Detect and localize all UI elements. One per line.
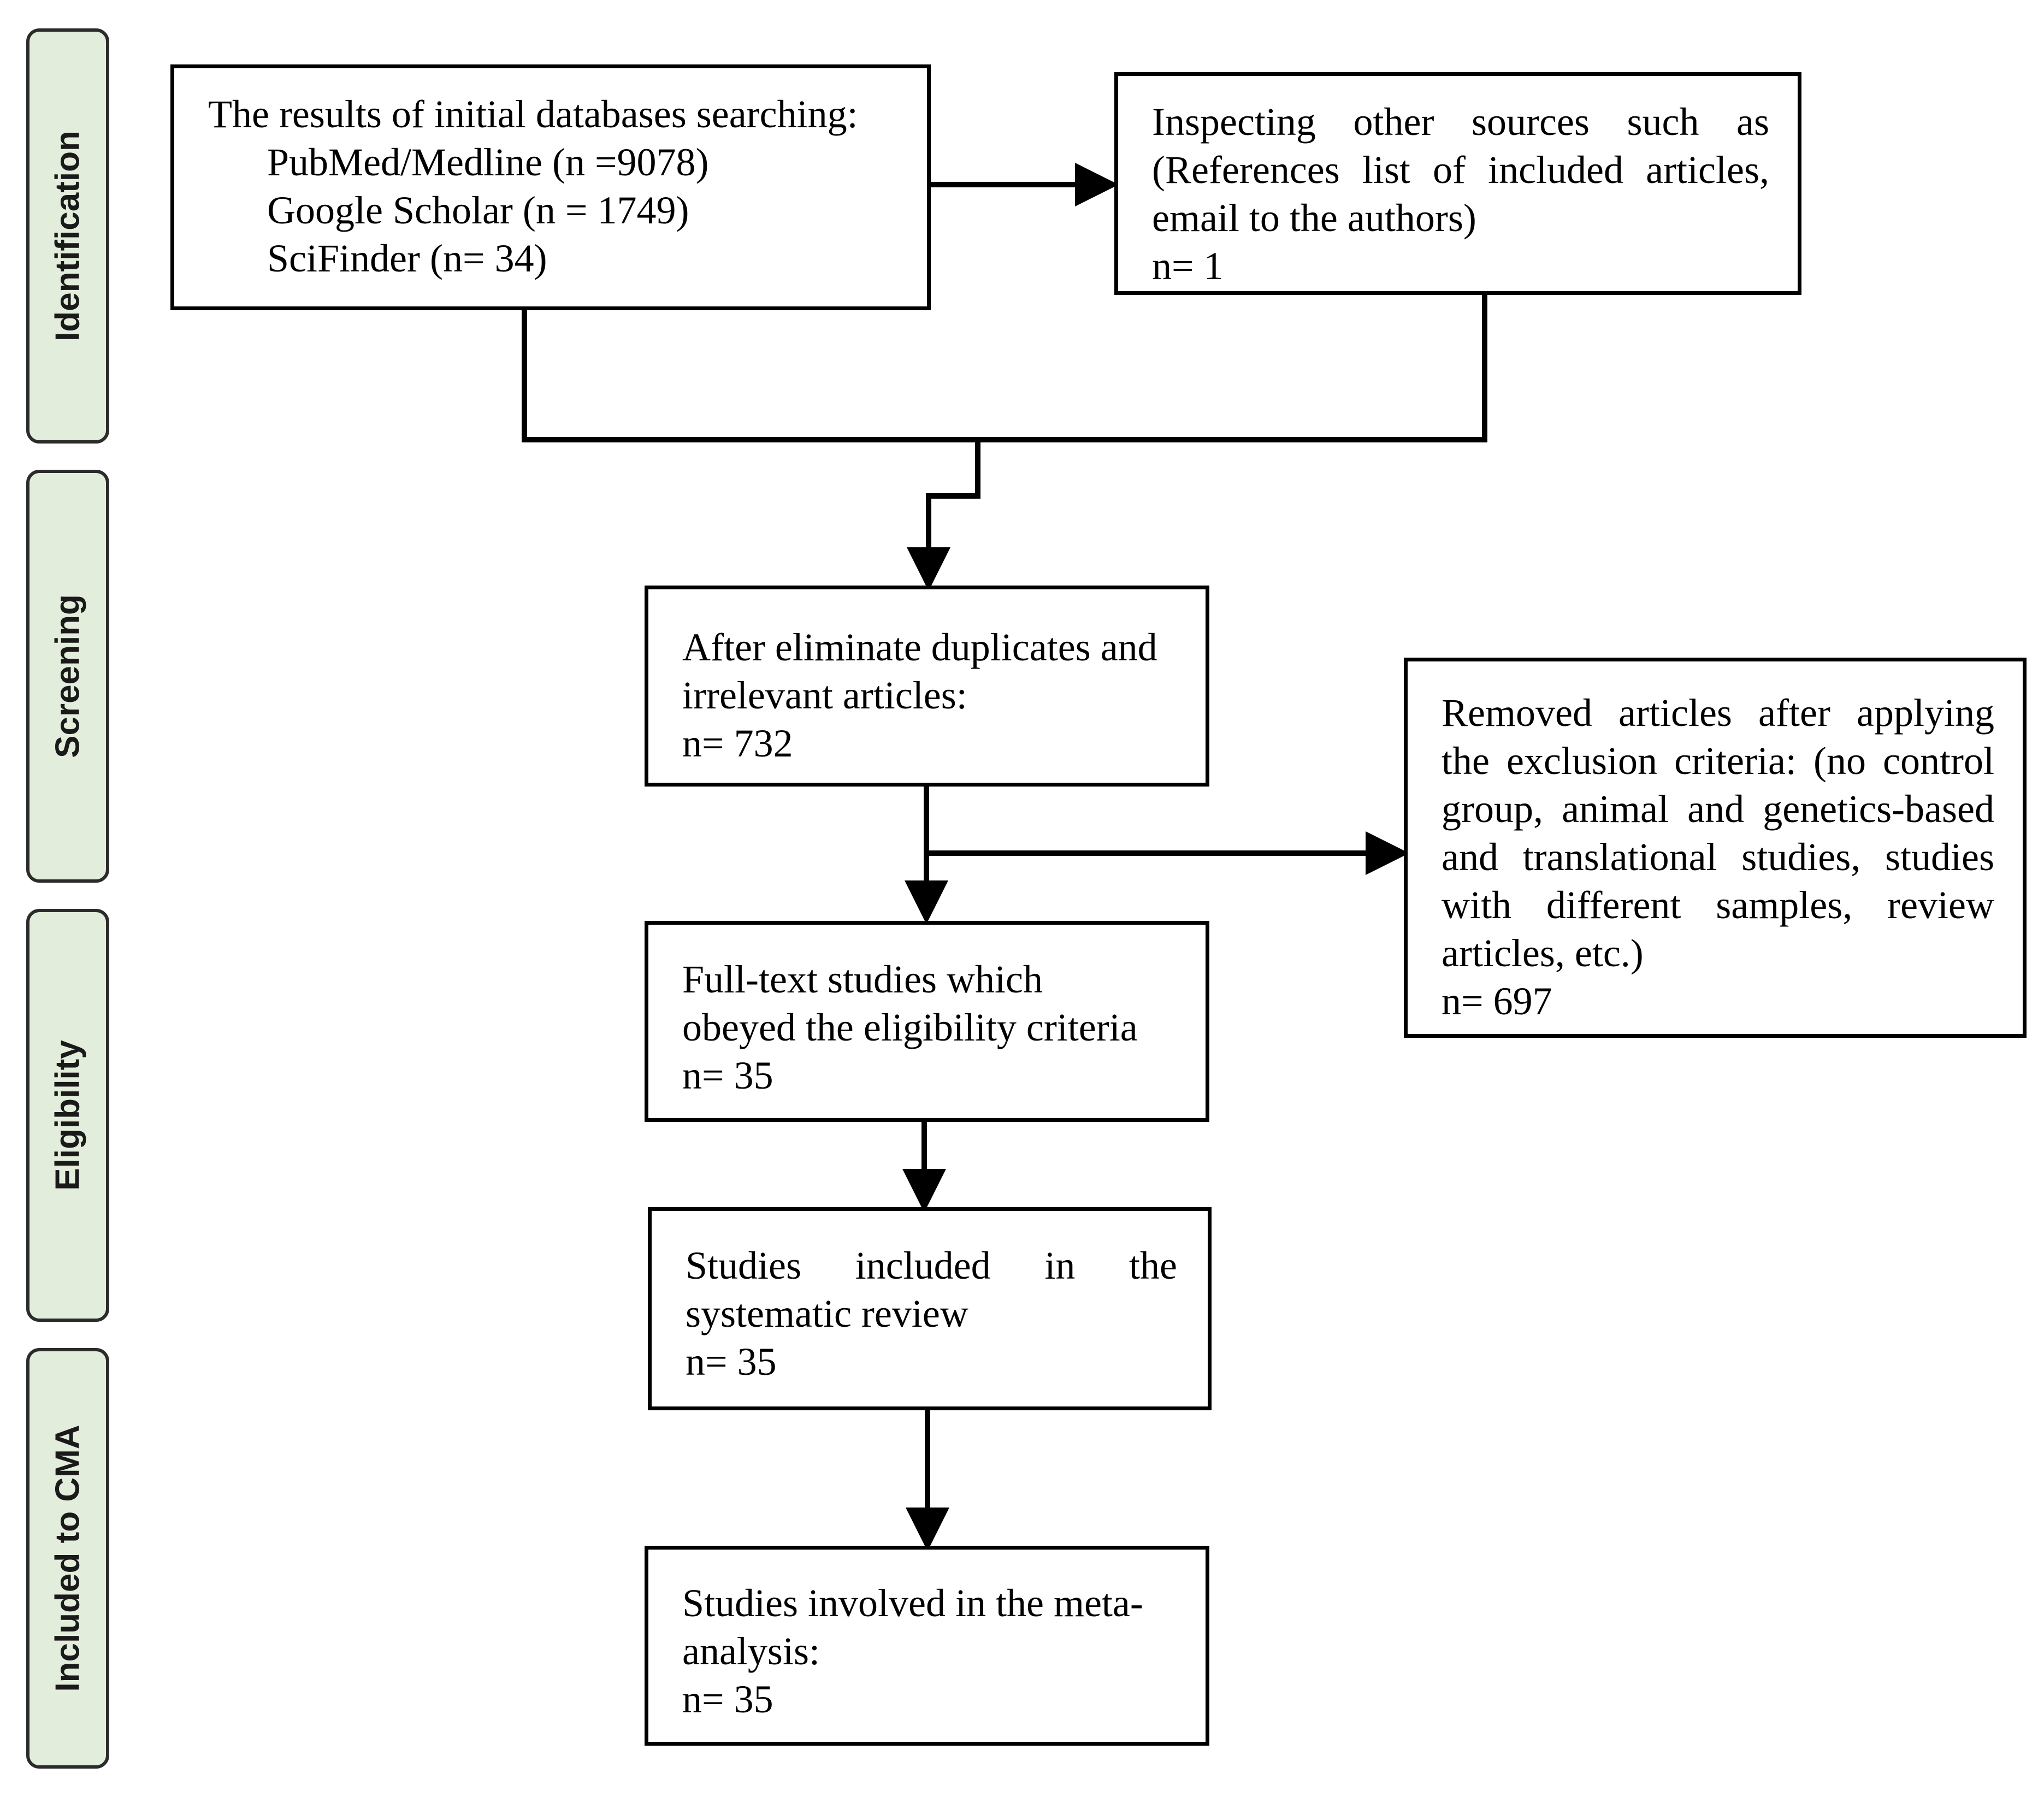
removed-line-2: the exclusion criteria: (no control xyxy=(1442,739,1994,783)
other-sources-line-1: Inspecting other sources such as xyxy=(1152,100,1769,144)
meta-analysis-box: Studies involved in the meta- analysis: … xyxy=(645,1546,1209,1746)
phase-identification: Identification xyxy=(26,28,109,444)
removed-count: n= 697 xyxy=(1442,979,1552,1023)
after-duplicates-box: After eliminate duplicates and irrelevan… xyxy=(645,586,1209,787)
removed-line-1: Removed articles after applying xyxy=(1442,691,1994,735)
initial-search-heading: The results of initial databases searchi… xyxy=(208,92,858,136)
other-sources-line-2: (References list of included articles, xyxy=(1152,148,1769,192)
removed-articles-box: Removed articles after applying the excl… xyxy=(1404,658,2027,1038)
initial-search-pubmed: PubMed/Medline (n =9078) xyxy=(267,140,709,184)
systematic-review-line-1: Studies included in the xyxy=(686,1244,1177,1287)
full-text-line-1: Full-text studies which xyxy=(682,957,1043,1001)
after-duplicates-line-1: After eliminate duplicates and xyxy=(682,625,1157,669)
systematic-review-line-2: systematic review xyxy=(686,1292,968,1335)
other-sources-line-3: email to the authors) xyxy=(1152,196,1476,240)
full-text-line-2: obeyed the eligibility criteria xyxy=(682,1006,1138,1049)
other-sources-count: n= 1 xyxy=(1152,244,1224,288)
removed-line-3: group, animal and genetics-based xyxy=(1442,787,1994,831)
removed-line-6: articles, etc.) xyxy=(1442,931,1644,975)
systematic-review-box: Studies included in the systematic revie… xyxy=(648,1207,1212,1410)
systematic-review-count: n= 35 xyxy=(686,1340,777,1384)
initial-search-scifinder: SciFinder (n= 34) xyxy=(267,237,547,280)
arrow-merge-to-screening xyxy=(907,440,980,591)
full-text-count: n= 35 xyxy=(682,1054,773,1097)
initial-search-box: The results of initial databases searchi… xyxy=(170,64,931,310)
phase-included: Included to CMA xyxy=(26,1348,109,1769)
meta-analysis-count: n= 35 xyxy=(682,1677,773,1721)
removed-line-5: with different samples, review xyxy=(1442,883,1994,927)
phase-screening: Screening xyxy=(26,470,109,883)
merge-line xyxy=(522,294,1487,442)
initial-search-google-scholar: Google Scholar (n = 1749) xyxy=(267,188,689,232)
removed-line-4: and translational studies, studies xyxy=(1442,835,1994,879)
phase-eligibility: Eligibility xyxy=(26,909,109,1322)
other-sources-box: Inspecting other sources such as (Refere… xyxy=(1114,72,1801,295)
after-duplicates-count: n= 732 xyxy=(682,722,793,765)
meta-analysis-line-2: analysis: xyxy=(682,1629,820,1673)
full-text-box: Full-text studies which obeyed the eligi… xyxy=(645,921,1209,1122)
after-duplicates-line-2: irrelevant articles: xyxy=(682,673,967,717)
meta-analysis-line-1: Studies involved in the meta- xyxy=(682,1581,1143,1625)
